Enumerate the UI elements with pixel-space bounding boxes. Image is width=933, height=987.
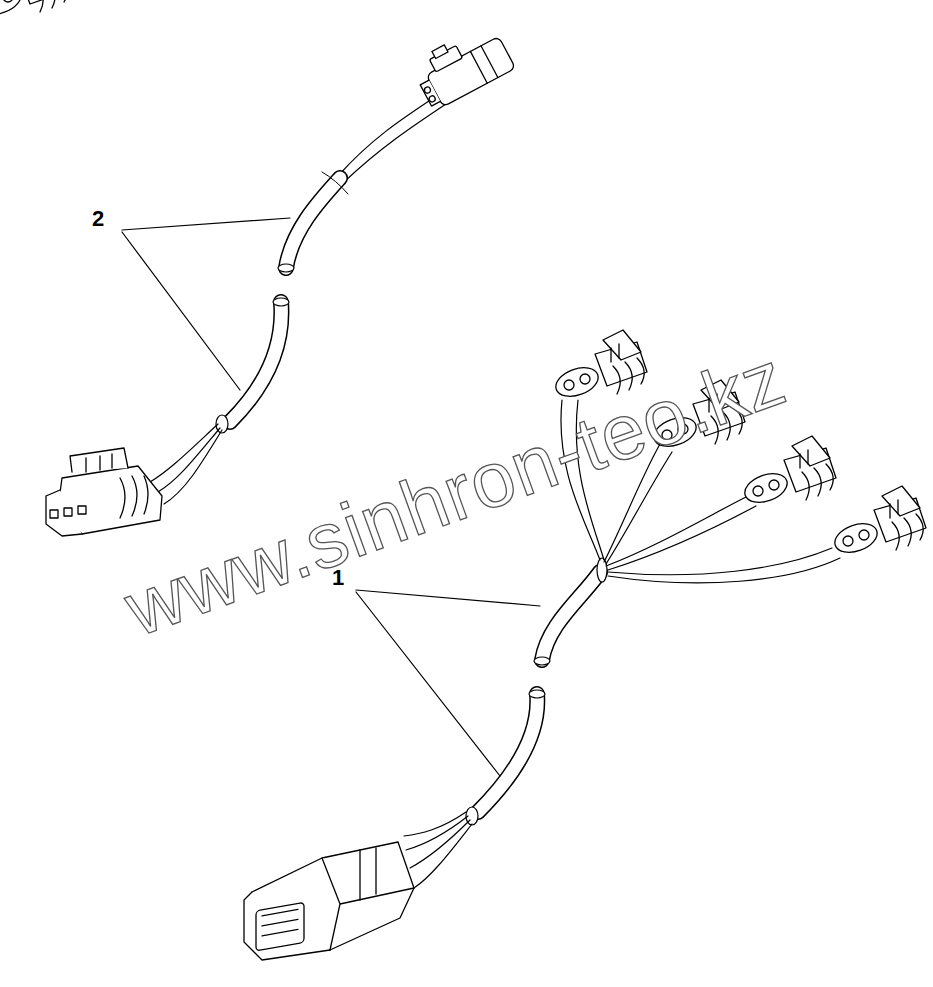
watermark: www.sinhron-teo.kz (115, 338, 794, 649)
callout-number: 2 (92, 208, 104, 230)
